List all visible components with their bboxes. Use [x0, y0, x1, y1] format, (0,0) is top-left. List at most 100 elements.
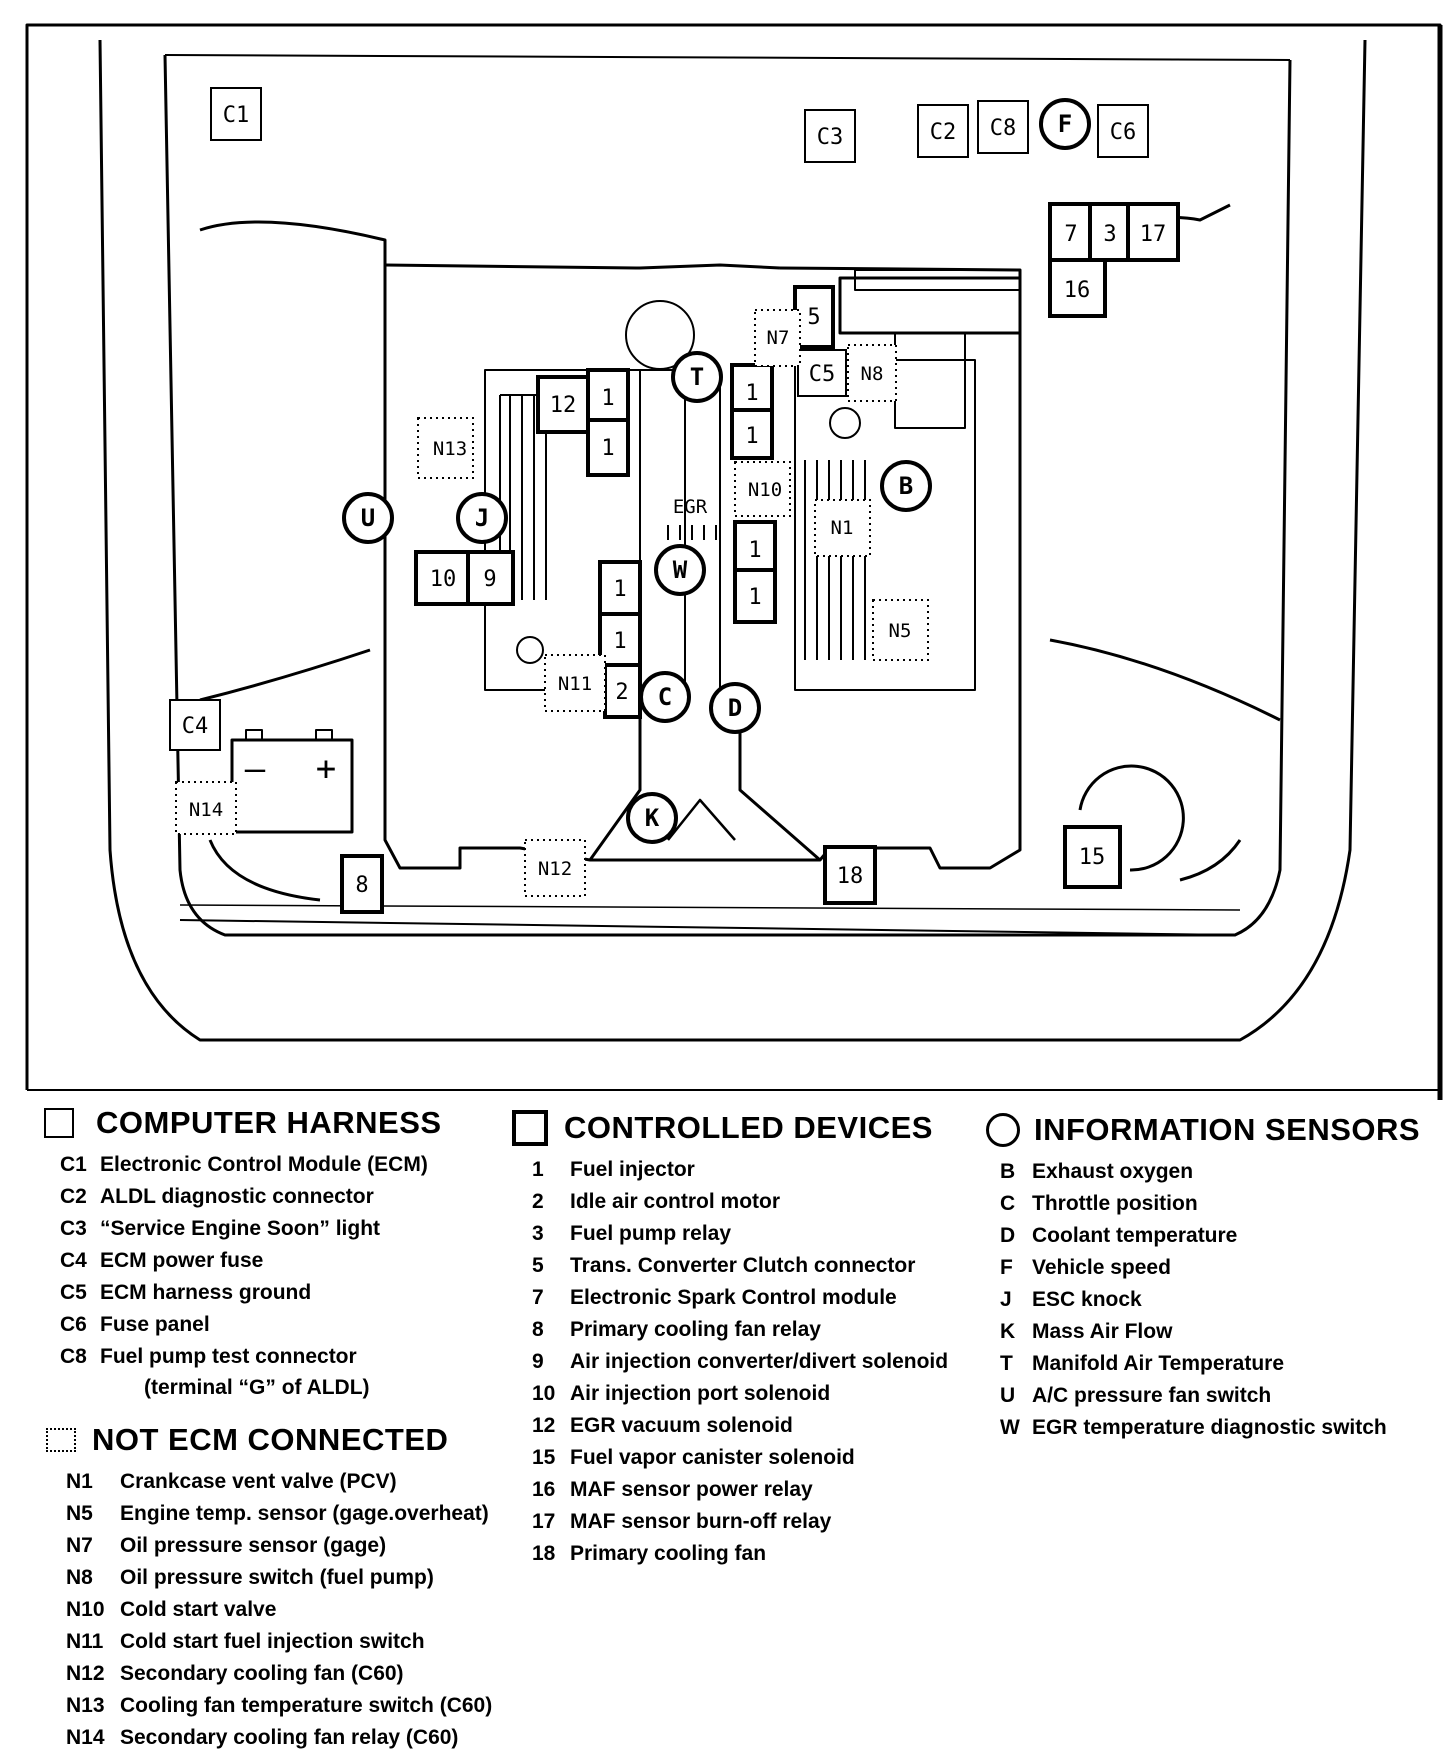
egr-label: EGR: [673, 496, 708, 518]
left-wheel-well-lower: [199, 648, 371, 702]
label-B: B: [899, 472, 913, 500]
label-3: 3: [1103, 222, 1116, 247]
marker-C: [639, 671, 691, 723]
marker-N7: [754, 309, 801, 367]
marker-C1: [210, 87, 262, 141]
maf-body: [894, 332, 966, 429]
marker-12: [536, 375, 590, 434]
marker-J: [456, 492, 508, 544]
engine-top-left: [384, 263, 781, 270]
duct-y-split: [667, 798, 736, 841]
label-7: 7: [1064, 222, 1077, 247]
battery-plus-sign: +: [316, 749, 336, 789]
battery-minus-sign: –: [245, 749, 266, 789]
label-1h: 1: [613, 629, 626, 654]
marker-T: [671, 351, 723, 403]
label-D: D: [728, 694, 742, 722]
label-N7: N7: [767, 327, 790, 349]
marker-17: [1126, 202, 1180, 262]
marker-U: [342, 492, 394, 544]
label-15: 15: [1079, 845, 1106, 870]
marker-9: [466, 550, 515, 606]
radiator-support-lower: [179, 904, 1241, 911]
right-fins: [804, 460, 866, 660]
label-5: 5: [807, 305, 820, 330]
label-C8: C8: [990, 116, 1017, 141]
label-C6: C6: [1110, 120, 1137, 145]
label-K: K: [645, 804, 660, 832]
label-10: 10: [430, 567, 457, 592]
label-N10: N10: [748, 479, 782, 501]
marker-D: [709, 682, 761, 734]
label-N1: N1: [831, 517, 854, 539]
engine-compartment-diagram: C1 C3 C2 C8 C6 C5 C4 7 3 17 16 5 12: [25, 23, 1443, 1100]
legend-title-computer-harness: COMPUTER HARNESS: [96, 1105, 442, 1140]
thin-square-symbol-icon: [44, 1108, 74, 1138]
marker-N13: [417, 417, 474, 479]
small-port: [516, 636, 544, 664]
air-filter-housing: [838, 276, 1022, 335]
label-F: F: [1058, 110, 1072, 138]
legend-title-controlled-devices: CONTROLLED DEVICES: [564, 1110, 933, 1145]
marker-C5: [797, 349, 847, 397]
label-8: 8: [355, 873, 368, 898]
marker-C3: [804, 109, 856, 163]
battery-post-pos: [315, 729, 333, 741]
marker-15: [1063, 825, 1122, 889]
radiator-support: [179, 919, 1236, 936]
body-outline-outer: [98, 39, 1367, 1042]
marker-8: [340, 854, 384, 914]
legend-head-computer-harness: COMPUTER HARNESS: [44, 1105, 442, 1141]
left-front-inner: [208, 839, 321, 902]
marker-B: [880, 460, 932, 512]
label-1c: 1: [745, 381, 758, 406]
label-J: J: [475, 504, 489, 532]
label-N13: N13: [433, 438, 467, 460]
marker-1h: [598, 612, 642, 668]
egr-ports: [667, 525, 717, 540]
label-C3: C3: [817, 125, 844, 150]
marker-N8: [847, 344, 897, 402]
oil-filler-cap: [829, 407, 861, 439]
label-9: 9: [483, 567, 496, 592]
marker-N10: [734, 461, 791, 517]
marker-K: [626, 792, 678, 844]
label-C1: C1: [223, 103, 250, 128]
label-N8: N8: [861, 363, 884, 385]
marker-C8: [977, 100, 1029, 154]
cowl-line: [164, 54, 1291, 61]
battery-post-neg: [245, 729, 263, 741]
thick-square-symbol-icon: [512, 1110, 548, 1146]
dotted-square-symbol-icon: [46, 1428, 76, 1452]
marker-N11: [544, 654, 606, 712]
marker-1g: [598, 560, 642, 616]
